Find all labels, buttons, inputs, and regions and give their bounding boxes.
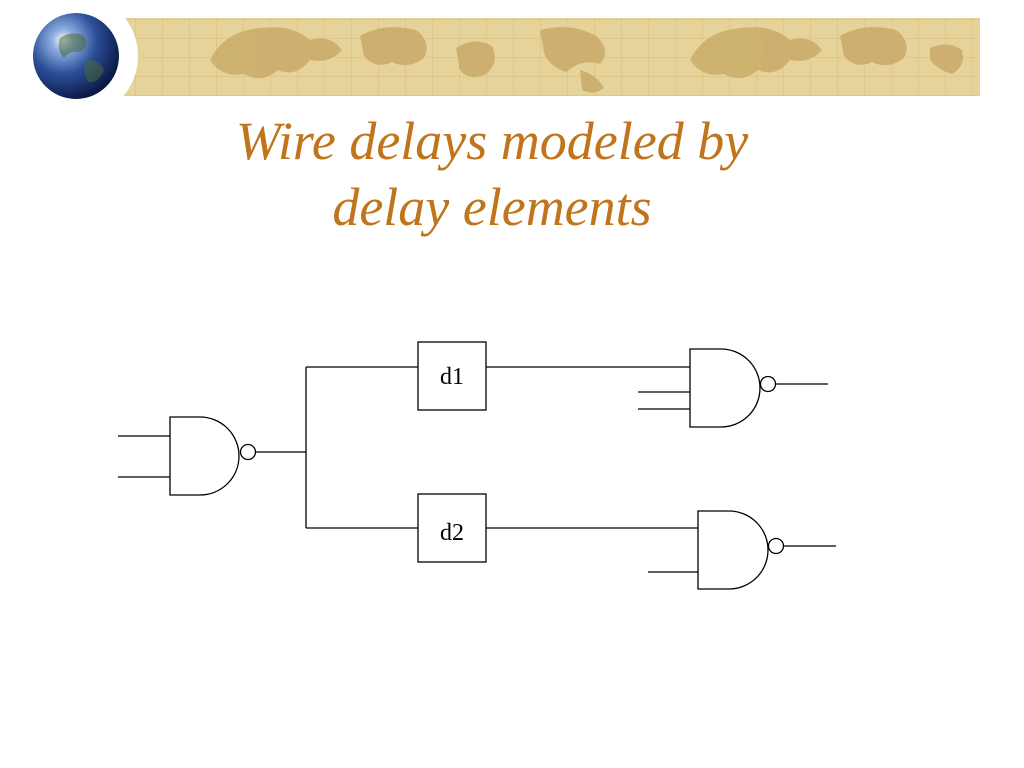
- page-title-line-2: delay elements: [332, 177, 652, 237]
- bottom-nand-bubble: [767, 537, 785, 555]
- page-title: Wire delays modeled by delay elements: [112, 108, 872, 240]
- delay-label-d2: d2: [440, 520, 464, 546]
- top-nand-gate: [689, 348, 761, 428]
- source-nand-bubble: [239, 443, 257, 461]
- page-title-line-1: Wire delays modeled by: [235, 111, 749, 171]
- delay-element-d1: [417, 341, 487, 411]
- bottom-nand-gate: [697, 510, 769, 590]
- globe-continents: [58, 33, 104, 83]
- world-map-silhouette: [210, 27, 963, 93]
- top-nand-bubble: [759, 375, 777, 393]
- delay-label-d1: d1: [440, 364, 464, 390]
- source-nand-gate: [169, 416, 240, 496]
- banner: [14, 0, 980, 110]
